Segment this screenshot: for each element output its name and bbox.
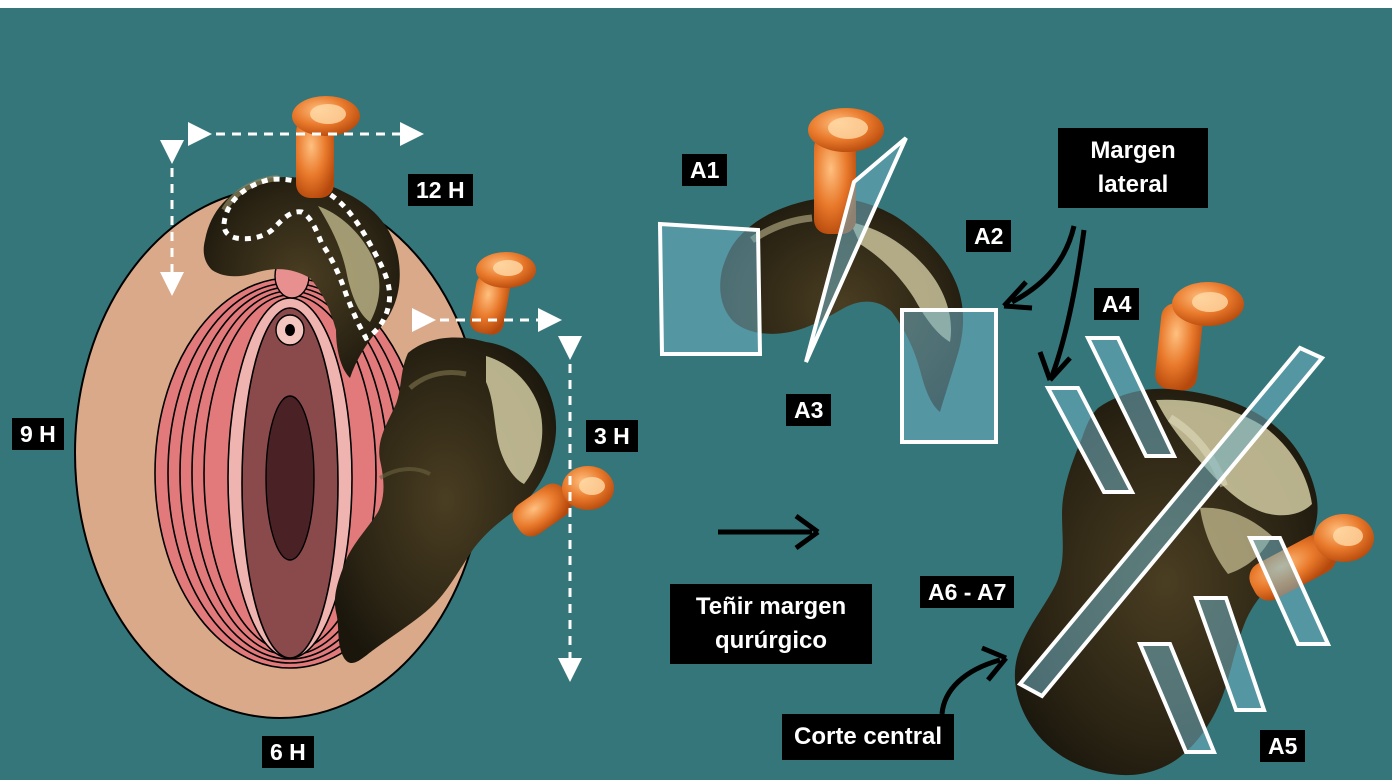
label-a2: A2: [966, 220, 1011, 252]
label-9h: 9 H: [12, 418, 64, 450]
tube-top-left: [292, 96, 360, 198]
margen-lateral-line1: Margen: [1070, 134, 1196, 168]
corte-central-label: Corte central: [782, 714, 954, 760]
margen-arrow-2: [1052, 230, 1084, 376]
tenir-margen-box: Teñir margen qurúrgico: [670, 584, 872, 664]
diagram-canvas: 12 H 3 H 6 H 9 H A1 A2 A3 A4 A5 A6 - A7 …: [0, 8, 1392, 780]
tenir-margen-line2: qurúrgico: [682, 624, 860, 658]
label-a6-a7: A6 - A7: [920, 576, 1014, 608]
label-a1: A1: [682, 154, 727, 186]
tube-right-upper: [468, 252, 536, 337]
label-a3: A3: [786, 394, 831, 426]
illustration: [0, 8, 1392, 780]
vaginal-opening: [266, 396, 314, 560]
margen-lateral-box: Margen lateral: [1058, 128, 1208, 208]
tenir-margen-line1: Teñir margen: [682, 590, 860, 624]
margen-lateral-line2: lateral: [1070, 168, 1196, 202]
label-a5: A5: [1260, 730, 1305, 762]
label-12h: 12 H: [408, 174, 473, 206]
label-a4: A4: [1094, 288, 1139, 320]
label-3h: 3 H: [586, 420, 638, 452]
label-6h: 6 H: [262, 736, 314, 768]
corte-central-arrow: [942, 660, 1000, 714]
section-a1: [660, 224, 760, 354]
section-a2: [902, 310, 996, 442]
